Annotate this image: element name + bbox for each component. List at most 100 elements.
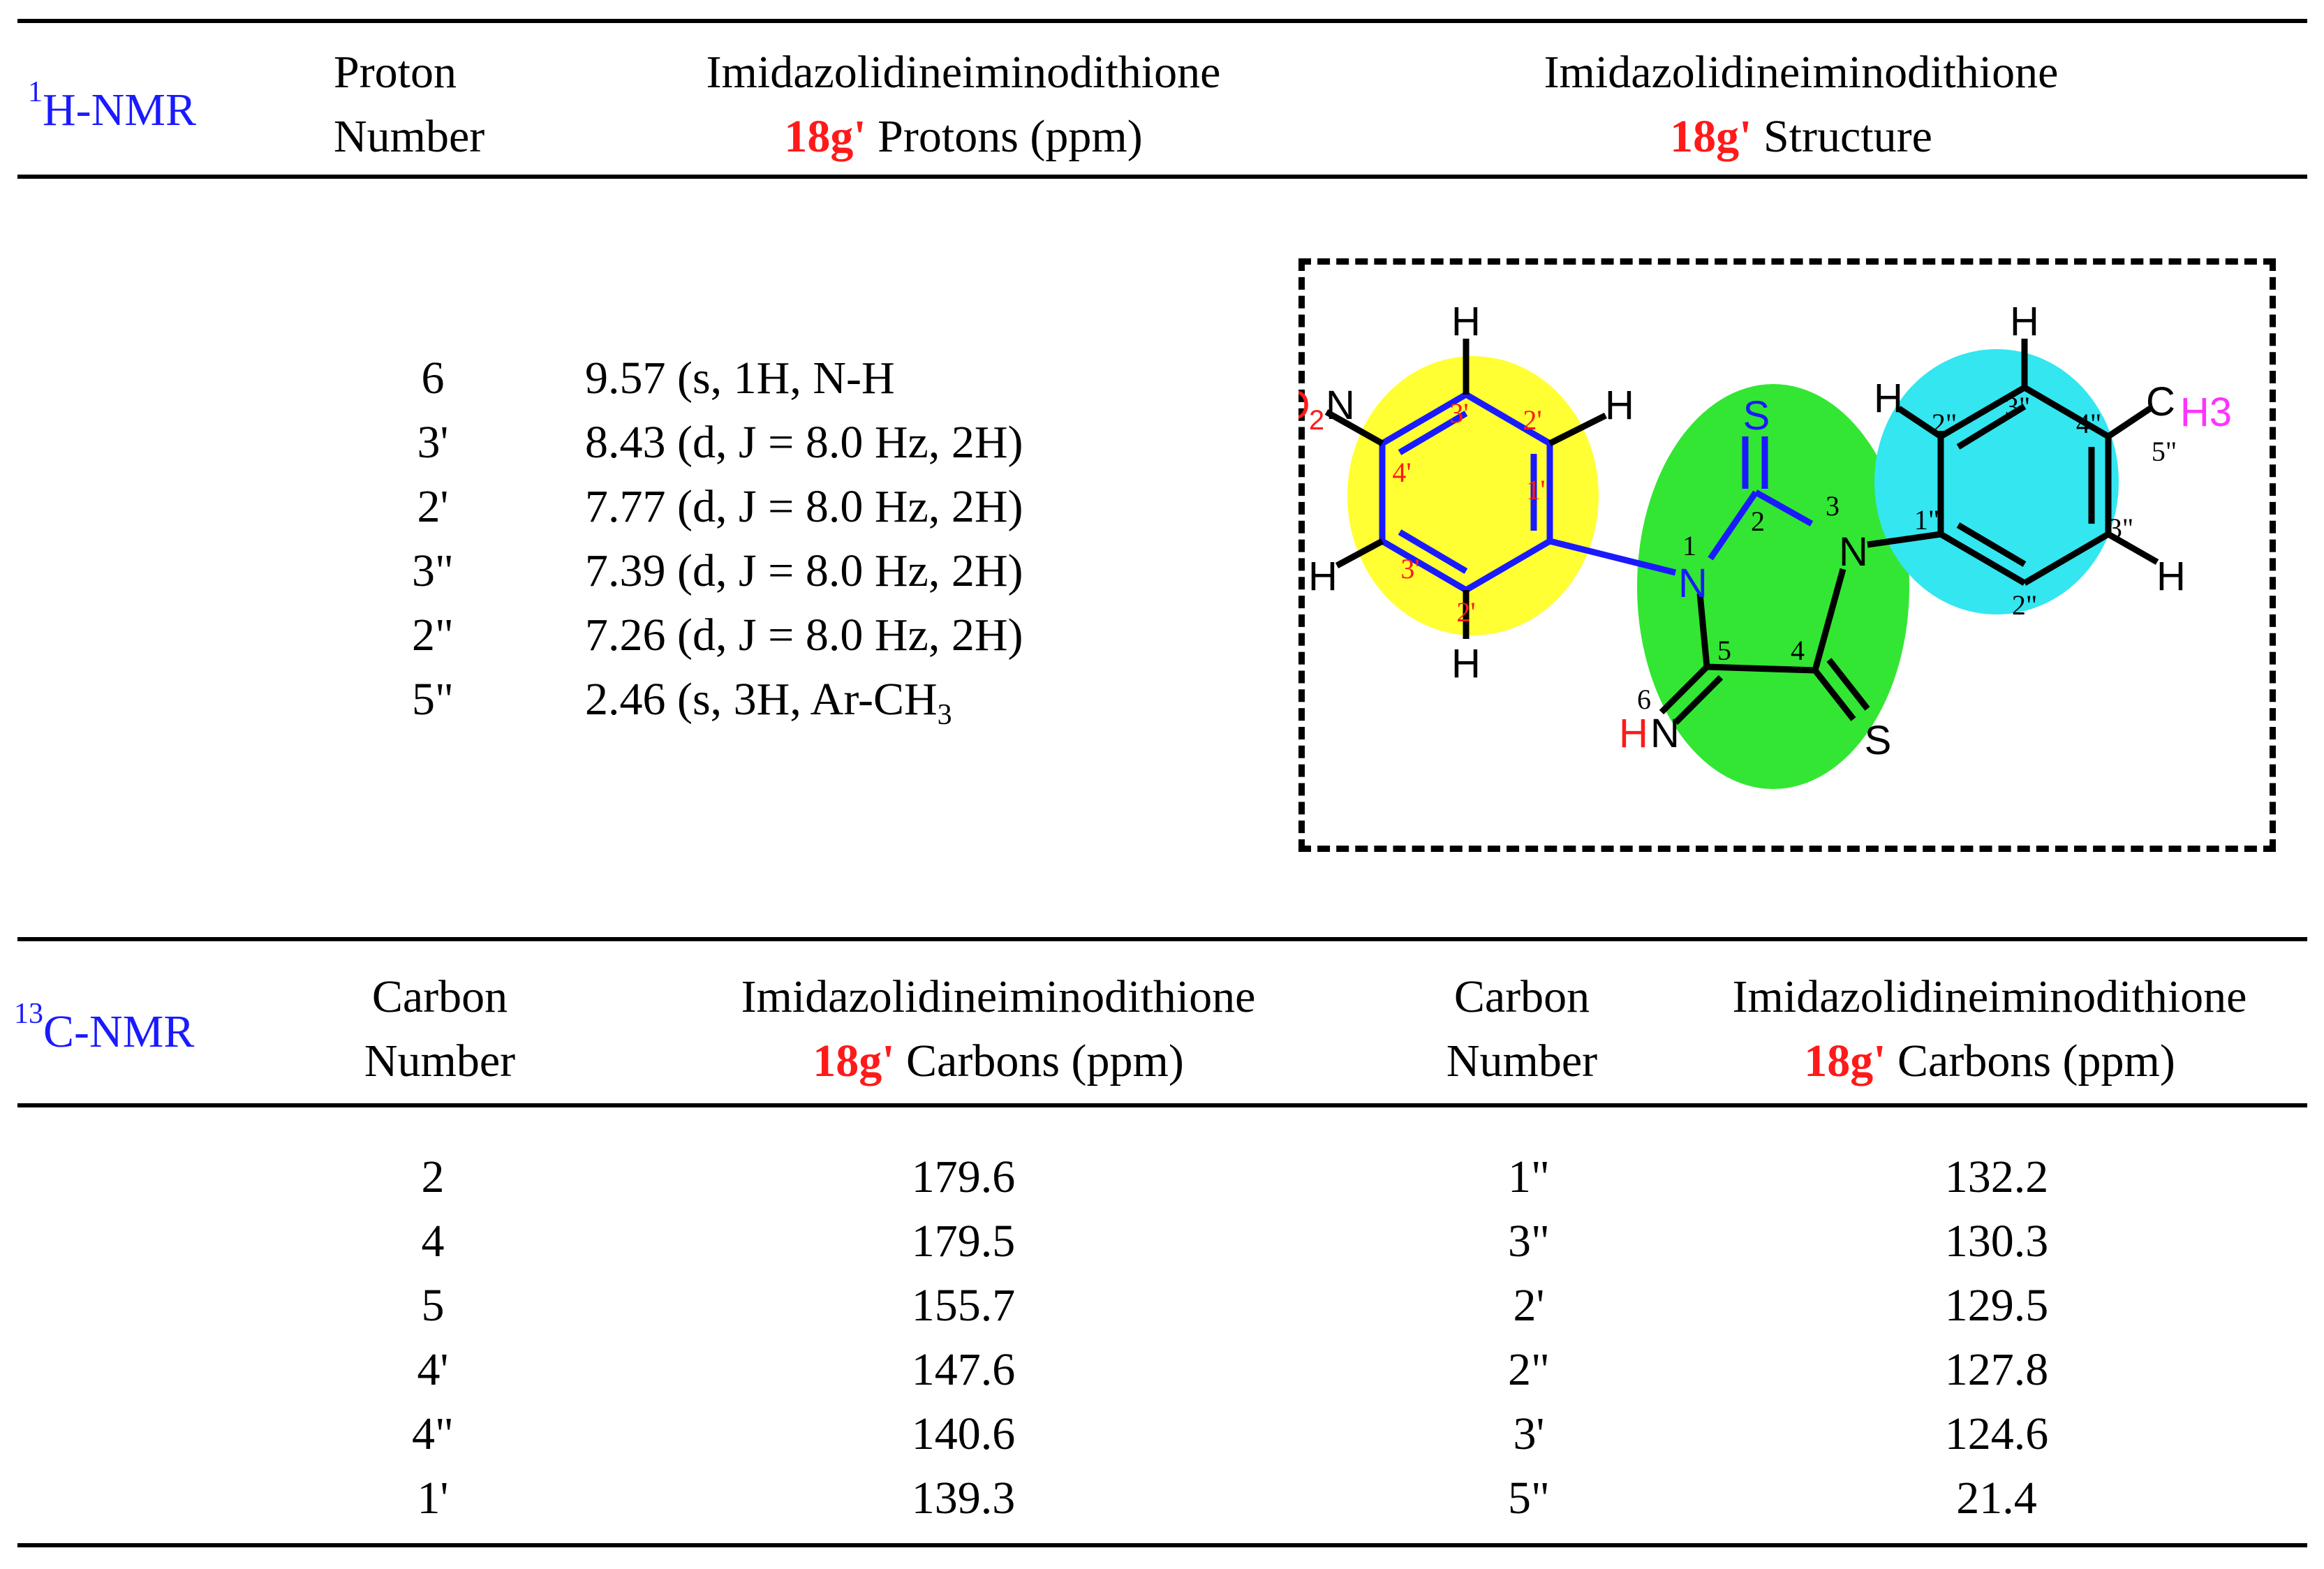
table-cell: 5" <box>412 674 454 725</box>
table-cell: 129.5 <box>1944 1280 2049 1331</box>
atom-label: H <box>1874 376 1903 421</box>
atom-label: N <box>1839 529 1868 575</box>
atom-label: N <box>1678 561 1708 606</box>
table-cell: 7.39 (d, J = 8.0 Hz, 2H) <box>585 545 1023 596</box>
table-cell: 132.2 <box>1944 1151 2049 1202</box>
atom-label: H <box>2156 554 2186 599</box>
position-number: 4' <box>1392 457 1411 488</box>
structure-header: Imidazolidineiminodithione 18g' Structur… <box>1544 47 2059 162</box>
carbons-ppm-header-2: Imidazolidineiminodithione 18g' Carbons … <box>1732 971 2247 1086</box>
table-cell: 4" <box>412 1408 454 1459</box>
position-number: 3" <box>2005 391 2030 422</box>
position-number: 4 <box>1791 635 1805 666</box>
proton-number-header: Proton Number <box>334 47 485 162</box>
table-cell: 127.8 <box>1944 1344 2049 1395</box>
position-number: 2" <box>2012 589 2037 621</box>
table-cell: 8.43 (d, J = 8.0 Hz, 2H) <box>585 417 1023 468</box>
position-number: 3' <box>1449 397 1468 429</box>
structure-frame <box>1298 258 2276 852</box>
atom-label: H <box>1451 299 1481 344</box>
table-cell: 3' <box>417 417 449 468</box>
position-number: 2' <box>1523 404 1541 436</box>
table-cell: 179.6 <box>911 1151 1016 1202</box>
table-cell: 2" <box>1508 1344 1550 1395</box>
table-cell: 4' <box>417 1344 449 1395</box>
table-cell: 2.46 (s, 3H, Ar-CH3 <box>585 674 952 731</box>
table-cell: 130.3 <box>1944 1216 2049 1267</box>
carbon-number-column: 2 4 5 4' 4" 1' <box>377 1145 489 1531</box>
carbon-ppm-column: 179.6 179.5 155.7 147.6 140.6 139.3 <box>894 1145 1033 1531</box>
atom-label: S <box>1865 718 1892 763</box>
table-cell: 9.57 (s, 1H, N-H <box>585 353 895 404</box>
carbon-ppm-column-2: 132.2 130.3 129.5 127.8 124.6 21.4 <box>1927 1145 2066 1531</box>
table-cell: 1' <box>417 1473 449 1524</box>
proton-shift-column: 9.57 (s, 1H, N-H 8.43 (d, J = 8.0 Hz, 2H… <box>585 346 1023 732</box>
carbons-ppm-header: Imidazolidineiminodithione 18g' Carbons … <box>741 971 1256 1086</box>
position-number: 6 <box>1637 684 1651 715</box>
atom-label: S <box>1743 393 1770 439</box>
proton-number-column: 6 3' 2' 3" 2" 5" <box>391 346 475 732</box>
position-number: 3' <box>1400 553 1419 584</box>
atom-label: N <box>1326 383 1355 428</box>
table-cell: 124.6 <box>1944 1408 2049 1459</box>
c-nmr-label: 13C-NMR <box>14 998 195 1057</box>
table-cell: 155.7 <box>911 1280 1016 1331</box>
atom-label: H <box>2010 299 2039 344</box>
atom-label: H <box>1451 641 1481 686</box>
table-cell: 5" <box>1508 1473 1550 1524</box>
table-cell: 6 <box>421 353 445 404</box>
position-number: 2' <box>1456 596 1475 628</box>
top-rule <box>17 19 2307 23</box>
cyan-ring-highlight <box>1874 349 2119 614</box>
atom-label: H3 <box>2180 390 2232 435</box>
atom-label: O <box>1298 383 1310 428</box>
atom-label: H <box>1619 711 1648 756</box>
carbon-number-column-2: 1" 3" 2' 2" 3' 5" <box>1473 1145 1585 1531</box>
green-ring-highlight <box>1637 384 1909 789</box>
position-number: 2 <box>1751 506 1765 537</box>
header-rule <box>17 175 2307 179</box>
position-number: 1 <box>1682 530 1696 561</box>
table-cell: 3" <box>1508 1216 1550 1267</box>
table-cell: 3' <box>1513 1408 1545 1459</box>
carbon-number-header-2: Carbon Number <box>1446 971 1598 1086</box>
atom-label: C <box>2146 379 2175 425</box>
c-top-rule <box>17 937 2307 941</box>
table-cell: 4 <box>421 1216 445 1267</box>
table-cell: 1" <box>1508 1151 1550 1202</box>
c-header-rule <box>17 1103 2307 1107</box>
molecule-structure: S N N H N S O 2 N H H H H H H H C H3 1 2… <box>1298 299 2232 789</box>
position-number: 5 <box>1717 635 1731 666</box>
nitrophenyl-ring <box>1379 392 1553 593</box>
table-cell: 3" <box>412 545 454 596</box>
position-number: 2" <box>1932 408 1957 439</box>
table-cell: 2 <box>421 1151 445 1202</box>
table-cell: 139.3 <box>911 1473 1016 1524</box>
table-cell: 147.6 <box>911 1344 1016 1395</box>
position-number: 3 <box>1826 490 1840 522</box>
position-number: 5" <box>2152 436 2177 467</box>
table-cell: 179.5 <box>911 1216 1016 1267</box>
atom-label: H <box>1308 554 1338 599</box>
position-number: 4" <box>2076 408 2101 439</box>
position-number: 3" <box>2108 513 2133 544</box>
table-cell: 21.4 <box>1956 1473 2037 1524</box>
h-nmr-label: 1H-NMR <box>28 76 197 135</box>
atom-label: H <box>1605 383 1634 428</box>
table-cell: 7.26 (d, J = 8.0 Hz, 2H) <box>585 610 1023 661</box>
table-cell: 140.6 <box>911 1408 1016 1459</box>
table-cell: 7.77 (d, J = 8.0 Hz, 2H) <box>585 481 1023 532</box>
table-cell: 2' <box>1513 1280 1545 1331</box>
atom-label: 2 <box>1309 405 1324 436</box>
bottom-rule <box>17 1543 2307 1547</box>
table-cell: 2" <box>412 610 454 661</box>
carbon-number-header: Carbon Number <box>364 971 516 1086</box>
position-number: 1" <box>1914 504 1939 536</box>
tolyl-ring <box>1937 385 2112 586</box>
position-number: 1' <box>1526 474 1545 506</box>
protons-ppm-header: Imidazolidineiminodithione 18g' Protons … <box>706 47 1221 162</box>
table-cell: 5 <box>421 1280 445 1331</box>
imidazolidine-bonds <box>1324 339 2159 725</box>
table-cell: 2' <box>417 481 449 532</box>
atom-label: N <box>1650 711 1680 756</box>
